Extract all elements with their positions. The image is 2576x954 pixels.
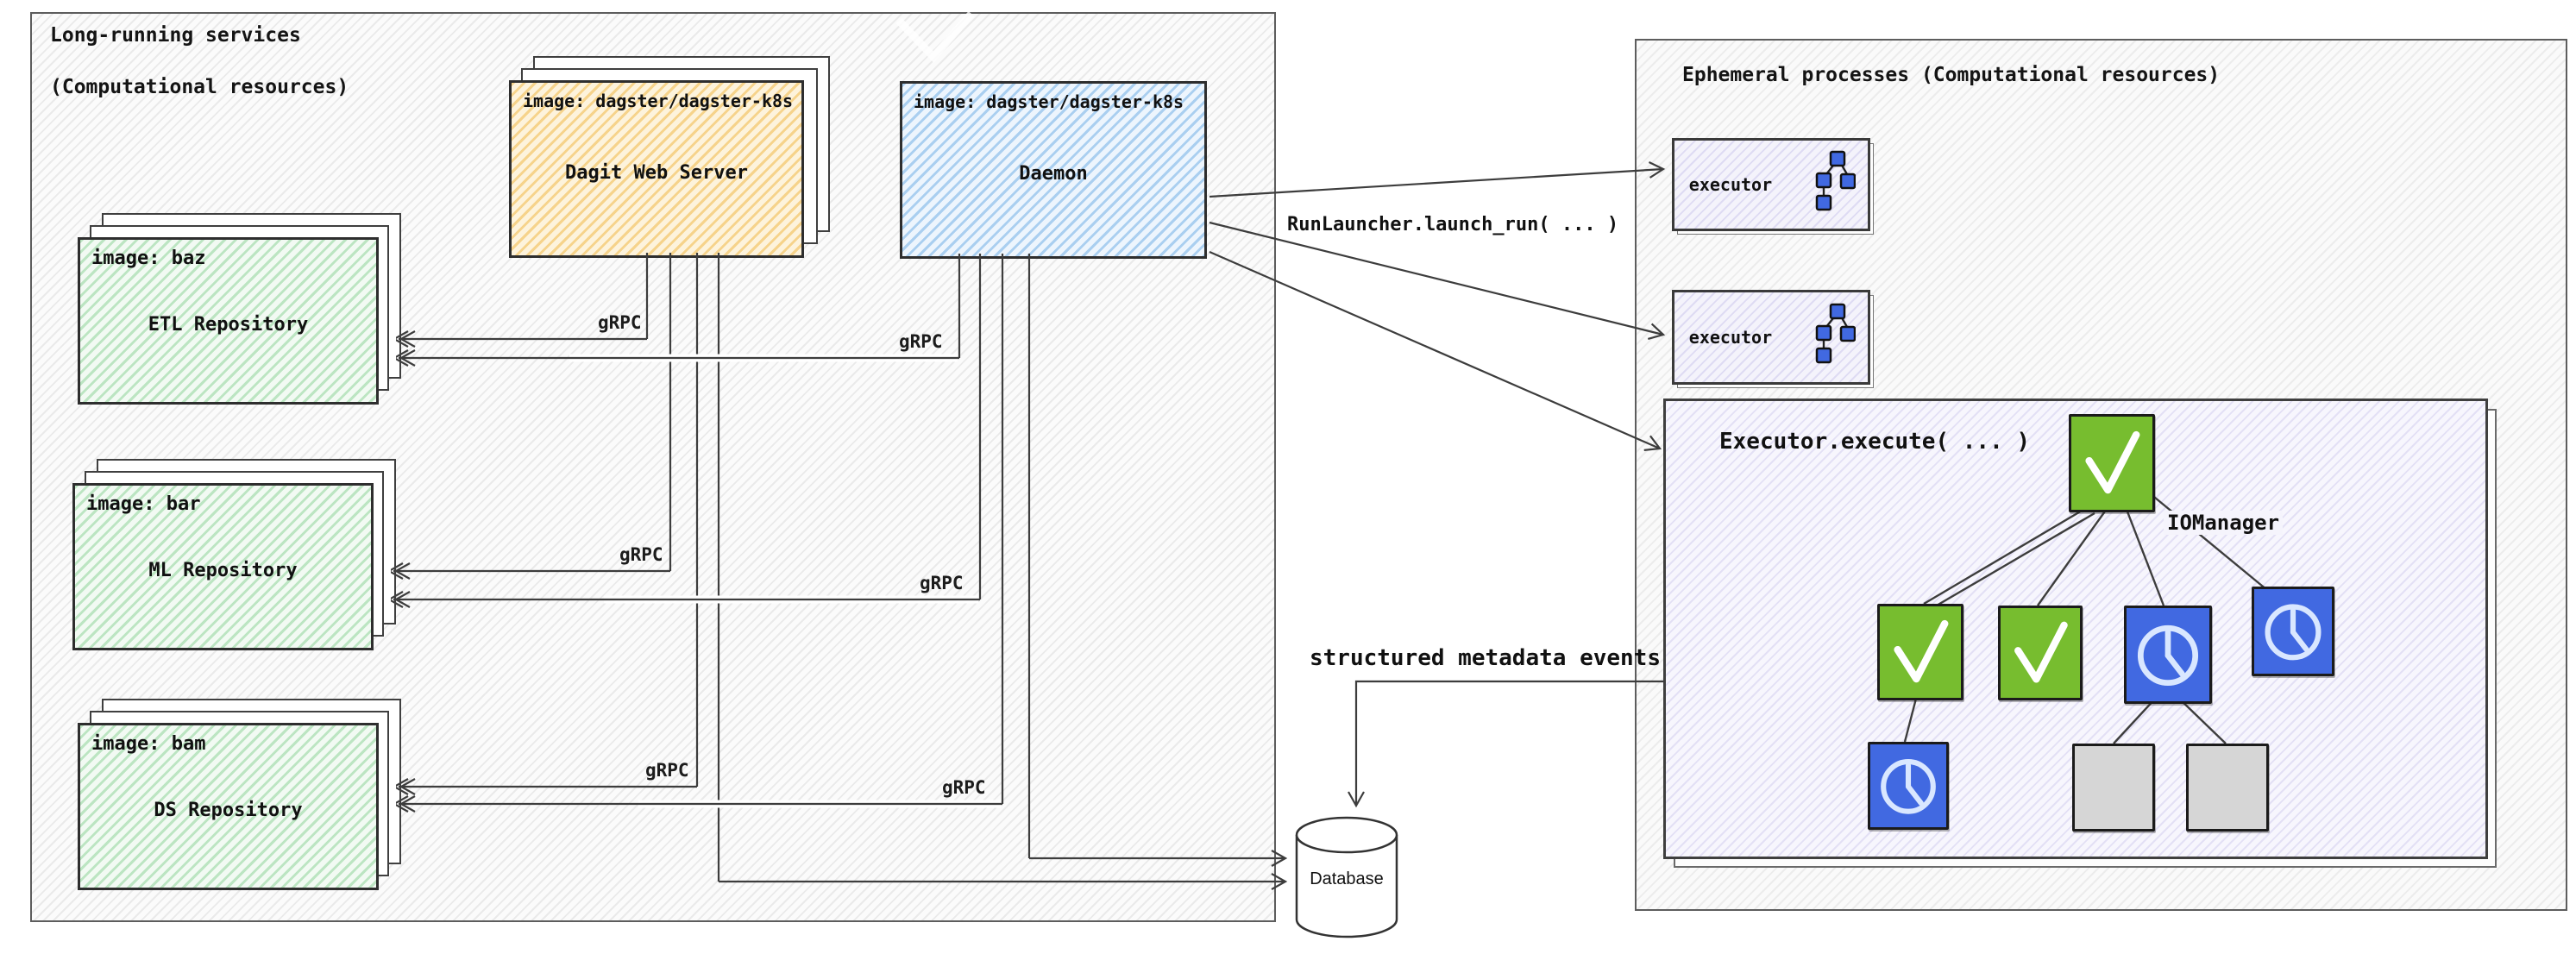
ml-repository-box: image: bar ML Repository — [72, 483, 374, 650]
daemon-image-label: image: dagster/dagster-k8s — [914, 91, 1184, 112]
left-panel-title-line1: Long-running services — [50, 24, 301, 47]
etl-repository-name: ETL Repository — [148, 314, 309, 336]
metadata-events-label: structured metadata events — [1310, 645, 1661, 671]
step-node-skipped — [2186, 744, 2269, 832]
etl-image-label: image: baz — [91, 248, 206, 269]
grpc-label-ds-dagit: gRPC — [645, 760, 689, 781]
iomanager-label: IOManager — [2164, 511, 2284, 535]
database-cylinder-shape — [1295, 816, 1398, 938]
clock-icon — [2265, 604, 2322, 661]
executor-box-2: executor — [1672, 290, 1870, 385]
dag-icon — [1804, 150, 1857, 219]
step-node-pending-iomanager — [2252, 587, 2334, 676]
metadata-events-arrow — [1348, 680, 1663, 808]
left-panel-title-line2: (Computational resources) — [50, 76, 349, 98]
dag-icon — [1804, 303, 1857, 372]
step-node-pending — [1868, 742, 1949, 830]
step-node-pending — [2124, 606, 2212, 704]
grpc-label-etl-daemon: gRPC — [899, 331, 943, 352]
daemon-box: image: dagster/dagster-k8s Daemon — [900, 81, 1207, 259]
executor-box-1: executor — [1672, 138, 1870, 231]
executor-2-label: executor — [1688, 327, 1773, 348]
executor-1-label: executor — [1688, 174, 1773, 195]
dagit-image-label: image: dagster/dagster-k8s — [523, 91, 794, 111]
ds-repository-name: DS Repository — [154, 800, 303, 822]
grpc-label-ds-daemon: gRPC — [942, 777, 986, 798]
grpc-label-ml-dagit: gRPC — [619, 544, 663, 565]
dagit-web-server-box: image: dagster/dagster-k8s Dagit Web Ser… — [509, 80, 804, 258]
clock-icon — [2137, 624, 2199, 686]
ml-repository-name: ML Repository — [148, 560, 298, 582]
executor-execute-title: Executor.execute( ... ) — [1719, 429, 2031, 455]
clock-icon — [1881, 759, 1936, 814]
step-node-success — [1998, 606, 2083, 700]
step-node-success — [1877, 604, 1963, 700]
daemon-name: Daemon — [1019, 163, 1088, 185]
step-node-root-success — [2069, 414, 2155, 512]
database-label: Database — [1310, 869, 1384, 888]
etl-repository-box: image: baz ETL Repository — [78, 237, 379, 405]
step-node-skipped — [2072, 744, 2155, 832]
run-launcher-arrows — [1209, 160, 1666, 451]
grpc-label-ml-daemon: gRPC — [920, 573, 964, 593]
ds-repository-box: image: bam DS Repository — [78, 723, 379, 890]
check-icon — [2085, 430, 2140, 494]
left-panel-title: Long-running services (Computational res… — [50, 22, 349, 100]
check-icon — [2014, 621, 2068, 683]
right-panel-title: Ephemeral processes (Computational resou… — [1682, 64, 2221, 86]
run-launcher-label: RunLauncher.launch_run( ... ) — [1287, 214, 1619, 235]
ml-image-label: image: bar — [86, 493, 201, 515]
database-cylinder: Database — [1292, 813, 1401, 942]
dagit-name: Dagit Web Server — [565, 162, 748, 184]
ds-image-label: image: bam — [91, 733, 206, 755]
check-icon — [1894, 619, 1949, 683]
grpc-label-etl-dagit: gRPC — [598, 312, 642, 333]
